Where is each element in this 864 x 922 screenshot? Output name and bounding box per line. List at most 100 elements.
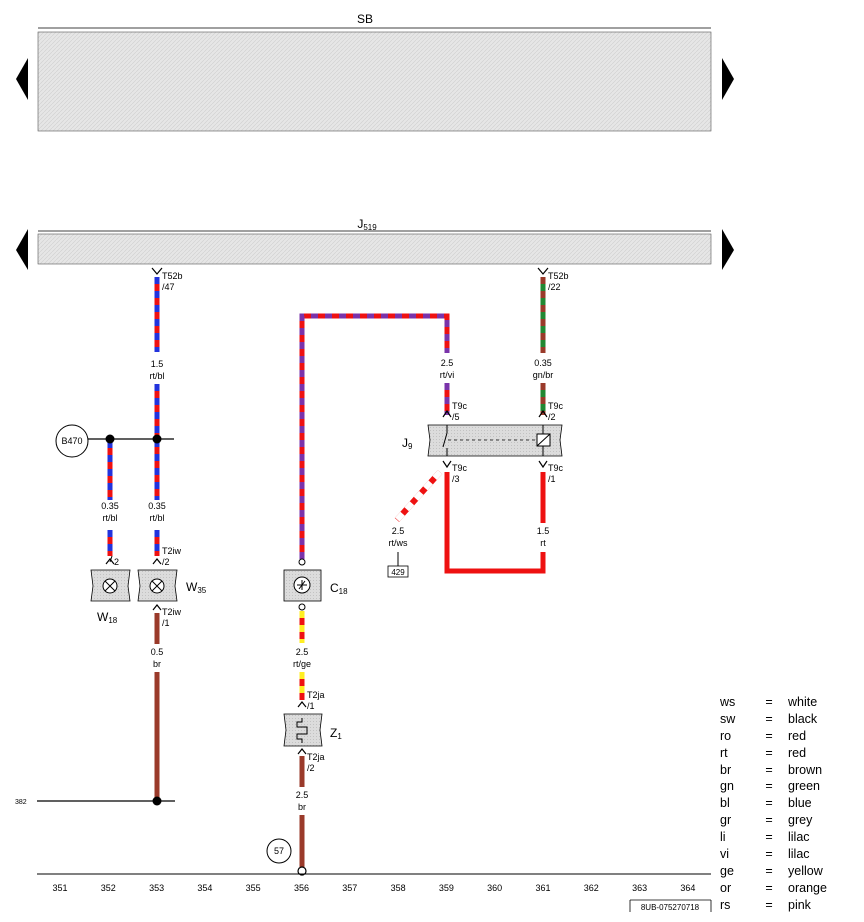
- wire-label-color: rt/vi: [440, 370, 455, 380]
- legend-row: rt = red: [720, 745, 860, 762]
- legend-name: yellow: [788, 863, 823, 878]
- t9c-5-label-a: T9c: [452, 401, 468, 411]
- t9c-1-label-b: /1: [548, 474, 556, 484]
- splice-node: [152, 434, 162, 444]
- legend-eq: =: [765, 830, 773, 845]
- track-number: 362: [584, 883, 599, 893]
- t2iw-1-label-b: /1: [162, 618, 170, 628]
- legend-name: grey: [788, 813, 813, 828]
- t2ja-1-label-b: /1: [307, 701, 315, 711]
- j9-relay: T9c /5 T9c /2 J9 T9c /3 T9c /1: [402, 401, 564, 484]
- wire-label-color: rt: [540, 538, 546, 548]
- wire-label-color: br: [298, 802, 306, 812]
- wire-stripe: [299, 313, 450, 559]
- t9c-3-label-a: T9c: [452, 463, 468, 473]
- track-number: 359: [439, 883, 454, 893]
- legend-eq: =: [765, 728, 773, 743]
- legend-eq: =: [765, 711, 773, 726]
- legend-row: or=orange: [720, 880, 860, 897]
- legend-row: ro=red: [720, 728, 860, 745]
- z1-label: Z1: [330, 726, 342, 741]
- wire-label-size: 1.5: [537, 526, 550, 536]
- w18-label: W18: [97, 610, 118, 625]
- wire-label-color: rt/ws: [389, 538, 408, 548]
- wire-stripe: [394, 469, 443, 523]
- wire-label-color: rt/bl: [149, 371, 164, 381]
- z1-housing: [283, 713, 323, 747]
- legend-row: vi=lilac: [720, 846, 860, 863]
- wire-label-size: 1.5: [151, 359, 164, 369]
- legend-name: brown: [788, 762, 823, 777]
- t2iw-1-label-a: T2iw: [162, 607, 182, 617]
- t9c-1-label-a: T9c: [548, 463, 564, 473]
- wire-label-size: 0.35: [148, 501, 166, 511]
- wire-label-size: 0.5: [151, 647, 164, 657]
- t2ja-2-label-b: /2: [307, 763, 315, 773]
- legend-eq: =: [765, 813, 773, 828]
- t52b-22-terminal: T52b /22: [537, 267, 569, 292]
- legend-eq: =: [765, 863, 773, 878]
- t2iw-2-label-b: /2: [162, 557, 170, 567]
- z1-component: T2ja /1 Z1 T2ja /2: [283, 690, 342, 773]
- legend-row: gn=green: [720, 778, 860, 795]
- legend-eq: =: [765, 745, 773, 760]
- legend-code: rs: [720, 897, 731, 912]
- switch-contact-icon: [442, 432, 448, 448]
- wire-label-size: 0.35: [101, 501, 119, 511]
- j9-housing: [427, 424, 563, 457]
- wire: [299, 313, 450, 559]
- legend-name: pink: [788, 897, 811, 912]
- splice-node: [105, 434, 115, 444]
- legend-row: ws=white: [720, 694, 860, 711]
- track-number: 351: [52, 883, 67, 893]
- legend-name: lilac: [788, 830, 810, 845]
- w35-label: W35: [186, 580, 207, 595]
- doc-id: 8UB-075270718: [641, 903, 700, 912]
- legend-name: lilac: [788, 847, 810, 862]
- ground-382: 382: [15, 796, 175, 806]
- legend-code: ge: [720, 863, 734, 878]
- legend-code: rt: [720, 745, 728, 760]
- w18-lamp: 2 W18: [90, 555, 131, 625]
- j519-unit: J519: [16, 217, 734, 270]
- track-number: 358: [391, 883, 406, 893]
- legend-name: blue: [788, 796, 812, 811]
- t9c-3-label-b: /3: [452, 474, 460, 484]
- track-number: 356: [294, 883, 309, 893]
- track-number: 357: [342, 883, 357, 893]
- legend-code: bl: [720, 796, 730, 811]
- legend-code: or: [720, 880, 732, 895]
- sb-unit: SB: [16, 12, 734, 132]
- legend-name: green: [788, 779, 820, 794]
- t2ja-1-label-a: T2ja: [307, 690, 325, 700]
- j519-housing: [37, 233, 712, 265]
- track-number: 353: [149, 883, 164, 893]
- track-number: 361: [535, 883, 550, 893]
- legend-name: red: [788, 745, 807, 760]
- j519-left-arrow-icon: [16, 229, 28, 270]
- b470-splice: B470: [55, 424, 174, 458]
- legend-code: gr: [720, 813, 732, 828]
- wire-label-color: br: [153, 659, 161, 669]
- legend-name: red: [788, 728, 807, 743]
- legend-eq: =: [765, 847, 773, 862]
- wire-label-color: rt/bl: [149, 513, 164, 523]
- j519-right-arrow-icon: [722, 229, 734, 270]
- legend-eq: =: [765, 897, 773, 912]
- legend-name: white: [788, 695, 818, 709]
- legend-eq: =: [765, 762, 773, 777]
- j519-label: J519: [357, 217, 377, 232]
- splice-node: [152, 796, 162, 806]
- j9-label: J9: [402, 436, 413, 451]
- legend-code: br: [720, 762, 732, 777]
- wire-label-size: 0.35: [534, 358, 552, 368]
- w18-pin-label: 2: [114, 557, 119, 567]
- wire-label-size: 2.5: [392, 526, 405, 536]
- sb-label: SB: [357, 12, 373, 26]
- legend-code: sw: [720, 711, 736, 726]
- wire-label-size: 2.5: [296, 790, 309, 800]
- sb-right-arrow-icon: [722, 58, 734, 100]
